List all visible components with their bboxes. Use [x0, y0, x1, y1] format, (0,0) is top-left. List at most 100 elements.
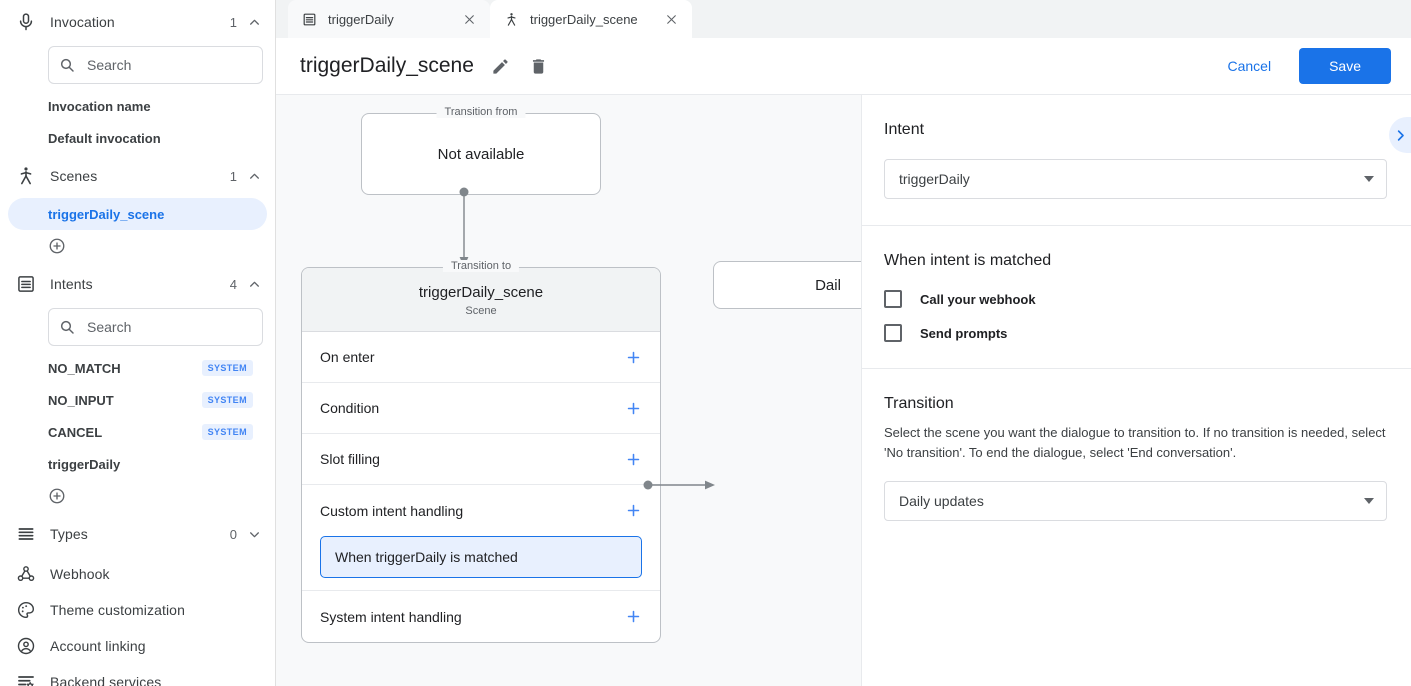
- cancel-button[interactable]: Cancel: [1213, 50, 1285, 82]
- sidebar-item-backend-services[interactable]: Backend services: [0, 664, 275, 686]
- search-icon: [59, 57, 75, 73]
- intents-search-input[interactable]: [85, 318, 252, 336]
- sidebar-group-intents[interactable]: Intents 4: [0, 262, 275, 306]
- checkbox-send-prompts[interactable]: Send prompts: [884, 324, 1387, 342]
- scene-graph-canvas[interactable]: Transition from Not available Transition…: [276, 95, 862, 686]
- sidebar-item-label: Webhook: [50, 566, 110, 582]
- transition-select[interactable]: Daily updates: [884, 481, 1387, 522]
- invocation-search-box[interactable]: [48, 46, 263, 84]
- sidebar-item-account-linking[interactable]: Account linking: [0, 628, 275, 664]
- sidebar-group-count: 4: [229, 276, 237, 292]
- checkbox-call-your-webhook[interactable]: Call your webhook: [884, 290, 1387, 308]
- transition-target-node[interactable]: Tr Dail: [713, 261, 861, 309]
- sidebar-group-types[interactable]: Types 0: [0, 512, 275, 556]
- pencil-icon[interactable]: [490, 55, 512, 77]
- chevron-down-icon[interactable]: [247, 527, 261, 541]
- status-badge: SYSTEM: [201, 392, 253, 408]
- chevron-up-icon[interactable]: [247, 15, 261, 29]
- microphone-icon: [14, 10, 38, 34]
- scene-card-subtitle: Scene: [465, 305, 497, 317]
- intents-search-box[interactable]: [48, 308, 263, 346]
- sidebar-item-triggerdaily[interactable]: triggerDaily: [8, 448, 267, 480]
- close-icon[interactable]: [460, 10, 478, 28]
- save-button[interactable]: Save: [1299, 48, 1391, 84]
- plus-icon[interactable]: [625, 502, 642, 519]
- sidebar-item-no-input[interactable]: NO_INPUT SYSTEM: [8, 384, 267, 416]
- caret-down-icon: [1364, 176, 1374, 182]
- status-badge: SYSTEM: [201, 360, 253, 376]
- sidebar-item-no-match[interactable]: NO_MATCH SYSTEM: [8, 352, 267, 384]
- scene-row-slot-filling[interactable]: Slot filling: [302, 434, 660, 485]
- transition-from-legend: Transition from: [436, 106, 526, 118]
- plus-icon[interactable]: [625, 400, 642, 417]
- intent-select[interactable]: triggerDaily: [884, 159, 1387, 199]
- sidebar-group-scenes[interactable]: Scenes 1: [0, 154, 275, 198]
- sidebar-item-webhook[interactable]: Webhook: [0, 556, 275, 592]
- transition-target-value: Dail: [815, 276, 841, 294]
- sidebar-item-label: Account linking: [50, 638, 146, 654]
- close-icon[interactable]: [662, 10, 680, 28]
- invocation-search-input[interactable]: [85, 56, 252, 74]
- sidebar-item-default-invocation[interactable]: Default invocation: [8, 122, 267, 154]
- add-circle-icon[interactable]: [48, 237, 66, 255]
- add-scene-row: [0, 230, 275, 262]
- webhook-icon: [14, 562, 38, 586]
- body-area: Transition from Not available Transition…: [276, 95, 1411, 686]
- page-header: triggerDaily_scene Cancel Save: [276, 38, 1411, 95]
- sidebar-item-label: NO_MATCH: [48, 360, 121, 376]
- sidebar-group-invocation[interactable]: Invocation 1: [0, 0, 275, 44]
- checkbox-label: Call your webhook: [920, 291, 1036, 307]
- panel-section-intent: Intent triggerDaily: [862, 95, 1411, 226]
- chevron-right-icon[interactable]: [1389, 117, 1411, 153]
- chevron-up-icon[interactable]: [247, 169, 261, 183]
- tab-label: triggerDaily_scene: [530, 11, 638, 27]
- sidebar-group-count: 1: [229, 14, 237, 30]
- scene-row-custom-intent-handling[interactable]: Custom intent handling: [302, 485, 660, 536]
- palette-icon: [14, 598, 38, 622]
- checkbox-label: Send prompts: [920, 325, 1008, 341]
- sidebar-item-label: CANCEL: [48, 424, 103, 440]
- sidebar-group-label: Invocation: [50, 14, 115, 30]
- scene-row-label: Slot filling: [320, 451, 380, 467]
- intent-handler-chip[interactable]: When triggerDaily is matched: [320, 536, 642, 578]
- checkbox-box[interactable]: [884, 324, 902, 342]
- scene-row-on-enter[interactable]: On enter: [302, 332, 660, 383]
- add-intent-row: [0, 480, 275, 512]
- add-circle-icon[interactable]: [48, 487, 66, 505]
- status-badge: SYSTEM: [201, 424, 253, 440]
- checkbox-box[interactable]: [884, 290, 902, 308]
- backend-services-icon: [14, 670, 38, 686]
- tab-bar: triggerDaily triggerDaily_scene: [276, 0, 1411, 38]
- sidebar-item-triggerdaily-scene[interactable]: triggerDaily_scene: [8, 198, 267, 230]
- transition-from-node[interactable]: Transition from Not available: [361, 106, 601, 195]
- plus-icon[interactable]: [625, 608, 642, 625]
- sidebar-item-label: NO_INPUT: [48, 392, 114, 408]
- scene-row-system-intent-handling[interactable]: System intent handling: [302, 591, 660, 642]
- properties-panel: Intent triggerDaily When intent is match…: [862, 95, 1411, 686]
- search-icon: [59, 319, 75, 335]
- panel-section-transition: Transition Select the scene you want the…: [862, 369, 1411, 547]
- scene-card-title: triggerDaily_scene: [418, 284, 544, 301]
- sidebar-group-count: 1: [229, 168, 237, 184]
- panel-transition-description: Select the scene you want the dialogue t…: [884, 425, 1386, 461]
- scene-icon: [504, 11, 520, 27]
- intent-select-value: triggerDaily: [899, 171, 970, 187]
- trash-icon[interactable]: [528, 55, 550, 77]
- scene-row-condition[interactable]: Condition: [302, 383, 660, 434]
- scene-node-card[interactable]: Transition to triggerDaily_scene Scene O…: [301, 260, 661, 643]
- main-column: triggerDaily triggerDaily_scene trigge: [276, 0, 1411, 686]
- tab-triggerDaily_scene[interactable]: triggerDaily_scene: [490, 0, 692, 38]
- transition-select-value: Daily updates: [899, 493, 984, 510]
- sidebar-item-cancel[interactable]: CANCEL SYSTEM: [8, 416, 267, 448]
- panel-intent-title: Intent: [884, 121, 925, 138]
- transition-from-value: Not available: [437, 145, 525, 163]
- sidebar-item-invocation-name[interactable]: Invocation name: [8, 90, 267, 122]
- chevron-up-icon[interactable]: [247, 277, 261, 291]
- tab-triggerDaily[interactable]: triggerDaily: [288, 0, 490, 38]
- plus-icon[interactable]: [625, 349, 642, 366]
- account-circle-icon: [14, 634, 38, 658]
- panel-section-when-intent-matched: When intent is matched Call your webhook…: [862, 226, 1411, 369]
- plus-icon[interactable]: [625, 451, 642, 468]
- sidebar-item-theme-customization[interactable]: Theme customization: [0, 592, 275, 628]
